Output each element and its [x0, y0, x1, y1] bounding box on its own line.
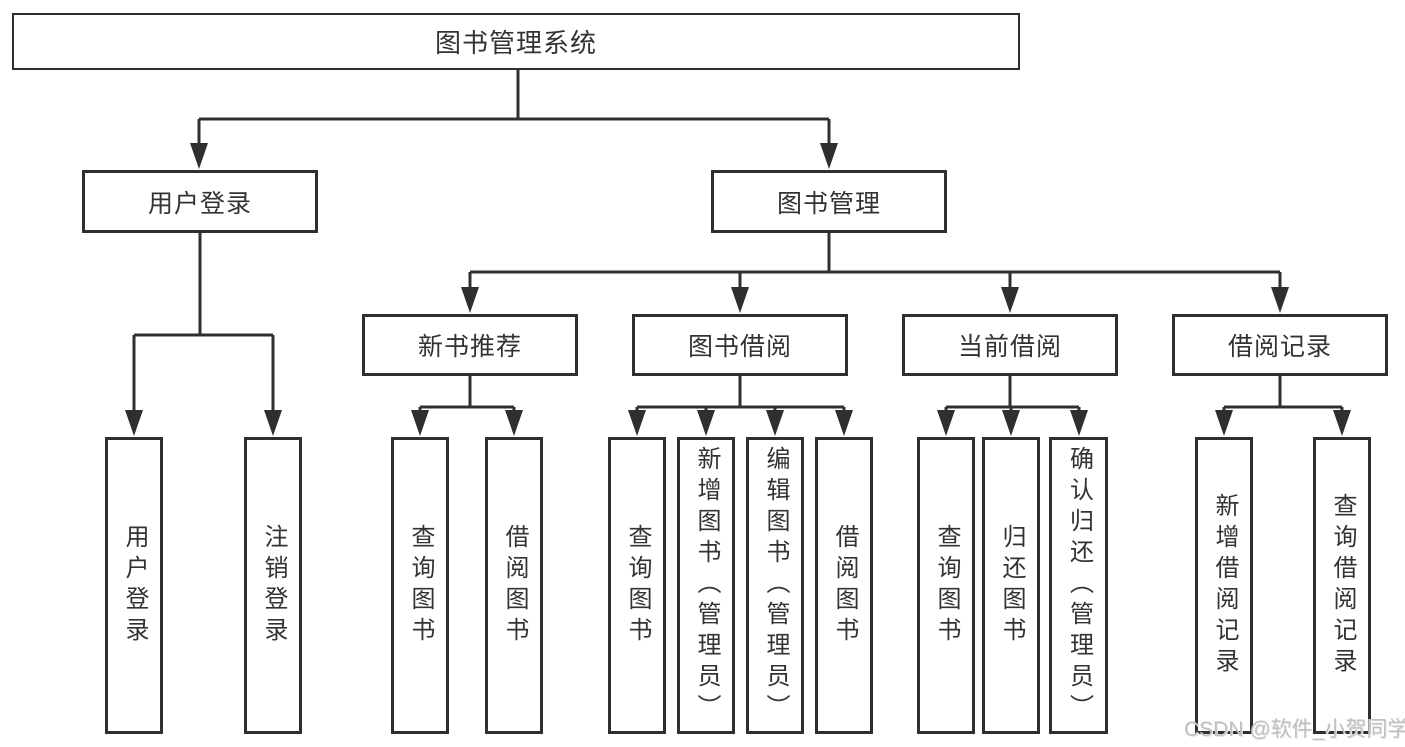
node-label: 归还图书	[998, 523, 1025, 648]
node-query-borrow-record: 查询借阅记录	[1313, 437, 1371, 734]
node-label: 图书借阅	[687, 333, 792, 361]
node-label: 确认归还（管理员）	[1065, 446, 1093, 725]
node-label: 查询图书	[624, 523, 651, 648]
node-logout: 注销登录	[244, 437, 302, 734]
node-label: 借阅图书	[501, 523, 528, 648]
node-label: 新书推荐	[417, 333, 522, 361]
node-label: 编辑图书（管理员）	[762, 446, 789, 725]
node-user-login-branch: 用户登录	[82, 170, 318, 233]
node-borrow-books-borrowing: 借阅图书	[815, 437, 873, 734]
node-current-borrowing: 当前借阅	[902, 314, 1118, 376]
node-book-borrowing: 图书借阅	[632, 314, 848, 376]
node-new-book-recommend: 新书推荐	[362, 314, 578, 376]
node-label: 借阅图书	[831, 523, 858, 648]
csdn-watermark: CSDN @软件_小贺同学	[1184, 718, 1405, 741]
node-library-management-system: 图书管理系统	[12, 13, 1020, 70]
node-query-books-current: 查询图书	[917, 437, 975, 734]
node-confirm-return-admin: 确认归还（管理员）	[1049, 437, 1108, 734]
node-label: 借阅记录	[1227, 333, 1332, 361]
node-book-management: 图书管理	[711, 170, 947, 233]
node-label: 当前借阅	[957, 333, 1062, 361]
node-borrowing-records: 借阅记录	[1172, 314, 1388, 376]
node-edit-book-admin: 编辑图书（管理员）	[746, 437, 804, 734]
node-add-book-admin: 新增图书（管理员）	[677, 437, 735, 734]
node-add-borrow-record: 新增借阅记录	[1195, 437, 1253, 734]
node-label: 查询图书	[933, 523, 960, 648]
node-query-books-borrowing: 查询图书	[608, 437, 666, 734]
node-label: 图书管理	[776, 189, 881, 218]
node-label: 新增借阅记录	[1211, 492, 1238, 679]
node-label: 注销登录	[260, 523, 287, 648]
node-label: 新增图书（管理员）	[693, 446, 720, 725]
node-borrow-books-recommend: 借阅图书	[485, 437, 543, 734]
node-label: 查询借阅记录	[1329, 492, 1356, 679]
node-label: 用户登录	[121, 523, 148, 648]
node-label: 图书管理系统	[434, 28, 597, 58]
node-label: 用户登录	[147, 189, 252, 218]
node-label: 查询图书	[407, 523, 434, 648]
node-query-books-recommend: 查询图书	[391, 437, 449, 734]
node-user-login: 用户登录	[105, 437, 163, 734]
node-return-book: 归还图书	[982, 437, 1040, 734]
arrowheads	[125, 143, 1351, 436]
